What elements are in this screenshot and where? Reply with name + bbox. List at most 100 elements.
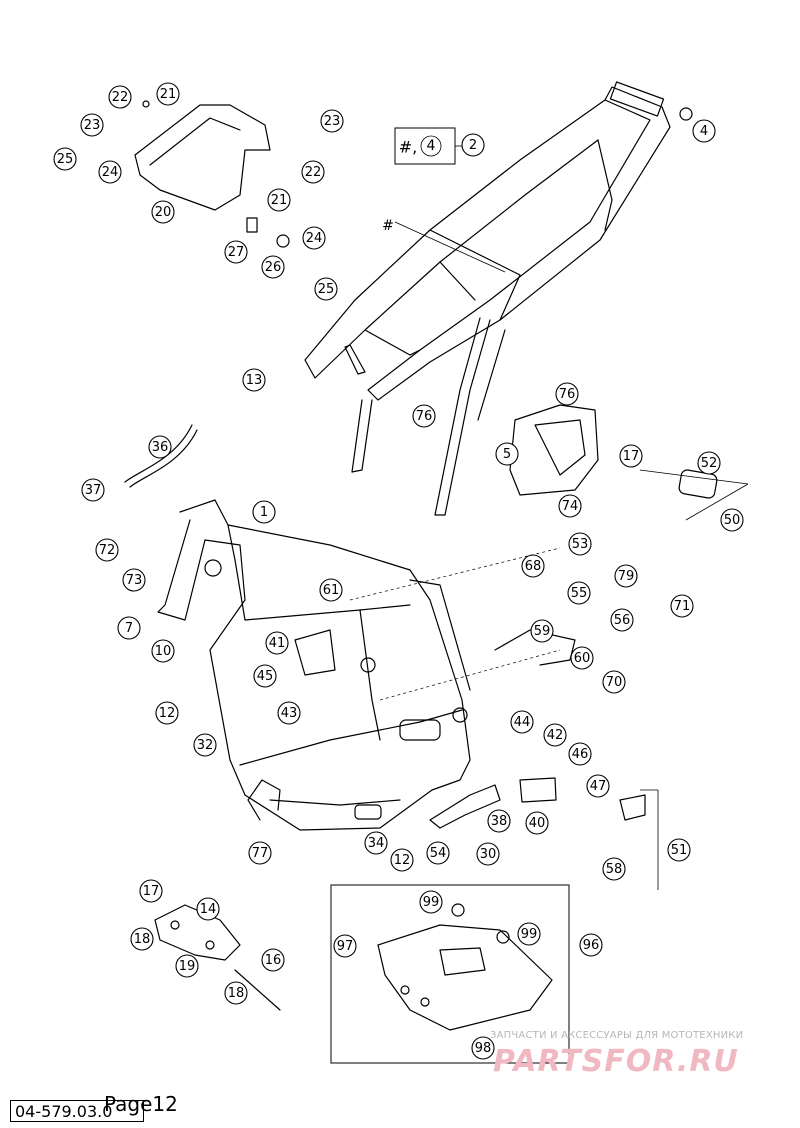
callout-52: 52 — [697, 451, 721, 475]
callout-72: 72 — [95, 538, 119, 562]
callout-24: 24 — [302, 226, 326, 250]
callout-circle — [253, 664, 277, 688]
callout-number: 76 — [559, 387, 576, 402]
callout-number: 36 — [152, 440, 169, 455]
callout-24: 24 — [98, 160, 122, 184]
hash-box-circled: 4 — [427, 138, 436, 154]
callout-circle — [148, 435, 172, 459]
callout-circle — [670, 594, 694, 618]
chain-guard-drawing — [134, 100, 290, 248]
callout-circle — [130, 927, 154, 951]
callout-circle — [579, 933, 603, 957]
callout-circle — [364, 831, 388, 855]
callout-98: 98 — [471, 1036, 495, 1060]
callout-circle — [108, 85, 132, 109]
callout-number: 54 — [430, 846, 447, 861]
main-frame-drawing — [157, 499, 471, 831]
callout-number: 61 — [323, 583, 340, 598]
side-stand-bracket-drawing — [154, 904, 281, 1011]
callout-71: 71 — [670, 594, 694, 618]
callout-number: 68 — [525, 559, 542, 574]
callout-number: 76 — [416, 409, 433, 424]
callout-circle — [697, 451, 721, 475]
callout-number: 17 — [143, 884, 160, 899]
callout-circle — [426, 841, 450, 865]
callout-number: 43 — [281, 706, 298, 721]
hose-drawing — [124, 424, 198, 488]
callout-7: 7 — [117, 616, 141, 640]
callout-circle — [319, 578, 343, 602]
callout-number: 56 — [614, 613, 631, 628]
callout-circle — [155, 701, 179, 725]
callout-number: 7 — [125, 621, 133, 636]
callout-number: 72 — [99, 543, 116, 558]
callout-20: 20 — [151, 200, 175, 224]
callout-number: 23 — [324, 114, 341, 129]
callout-number: 21 — [271, 193, 288, 208]
callout-circle — [80, 113, 104, 137]
callout-circle — [156, 82, 180, 106]
callout-4: 4 — [692, 119, 716, 143]
callout-number: 74 — [562, 499, 579, 514]
callout-circle — [720, 508, 744, 532]
callout-10: 10 — [151, 639, 175, 663]
callout-circle — [510, 710, 534, 734]
callout-circle — [301, 160, 325, 184]
callout-34: 34 — [364, 831, 388, 855]
callout-41: 41 — [265, 631, 289, 655]
callout-19: 19 — [175, 954, 199, 978]
callout-54: 54 — [426, 841, 450, 865]
callout-number: 97 — [337, 939, 354, 954]
callout-number: 41 — [269, 636, 286, 651]
callout-number: 14 — [200, 902, 217, 917]
callout-circle — [320, 109, 344, 133]
callout-circle — [224, 981, 248, 1005]
callout-number: 1 — [260, 505, 268, 520]
callout-number: 25 — [318, 282, 335, 297]
callout-circle — [558, 494, 582, 518]
callout-number: 53 — [572, 537, 589, 552]
watermark-tagline: ЗАПЧАСТИ И АКСЕССУАРЫ ДЛЯ МОТОТЕХНИКИ — [490, 1030, 744, 1041]
callout-circle — [568, 532, 592, 556]
callout-40: 40 — [525, 811, 549, 835]
callout-number: 5 — [503, 447, 511, 462]
callout-42: 42 — [543, 723, 567, 747]
callout-99: 99 — [419, 890, 443, 914]
callout-60: 60 — [570, 646, 594, 670]
callout-number: 18 — [228, 986, 245, 1001]
callout-circle — [314, 277, 338, 301]
callout-circle — [471, 1036, 495, 1060]
callout-circle — [476, 842, 500, 866]
callout-25: 25 — [53, 147, 77, 171]
callout-circle — [265, 631, 289, 655]
callout-circle — [568, 742, 592, 766]
callout-17: 17 — [139, 879, 163, 903]
callout-76: 76 — [555, 382, 579, 406]
callout-46: 46 — [568, 742, 592, 766]
callout-18: 18 — [130, 927, 154, 951]
callout-23: 23 — [80, 113, 104, 137]
callout-number: 59 — [534, 624, 551, 639]
callout-99: 99 — [517, 922, 541, 946]
callout-circle — [193, 733, 217, 757]
hash-box: #, 4 # — [382, 127, 463, 234]
callout-number: 46 — [572, 747, 589, 762]
callout-circle — [555, 382, 579, 406]
callout-number: 98 — [475, 1041, 492, 1056]
callout-number: 10 — [155, 644, 172, 659]
callout-circle — [586, 774, 610, 798]
callout-number: 25 — [57, 152, 74, 167]
guide-lines — [349, 469, 749, 890]
callout-76: 76 — [412, 404, 436, 428]
callout-55: 55 — [567, 581, 591, 605]
callout-circle — [252, 500, 276, 524]
callout-circle — [122, 568, 146, 592]
watermark-logo: PARTSFOR.RU — [493, 1044, 739, 1079]
callout-circle — [53, 147, 77, 171]
callout-circle — [302, 226, 326, 250]
callout-circle — [95, 538, 119, 562]
callout-circle — [175, 954, 199, 978]
callout-70: 70 — [602, 670, 626, 694]
callout-97: 97 — [333, 934, 357, 958]
